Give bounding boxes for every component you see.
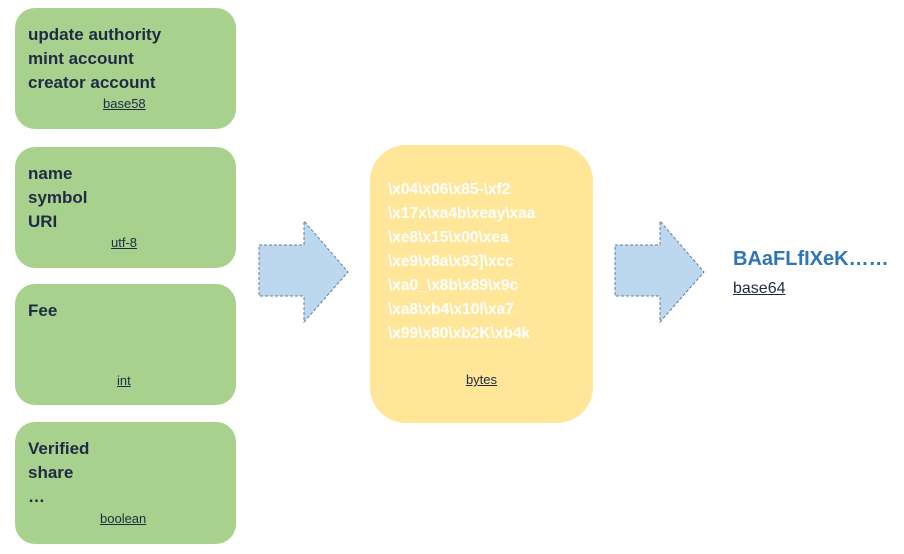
field-label: URI xyxy=(28,212,58,231)
encoding-label: base58 xyxy=(103,96,146,111)
field-label: symbol xyxy=(28,188,88,207)
field-label: creator account xyxy=(28,73,156,92)
byte-line: \xa8\xb4\x10l\xa7 xyxy=(388,301,514,318)
field-label: … xyxy=(28,487,45,506)
byte-line: \x17x\xa4b\xeay\xaa xyxy=(388,205,536,222)
encoding-label: utf-8 xyxy=(111,235,138,250)
field-group-fee: Fee int xyxy=(15,284,236,405)
byte-line: \xe8\x15\x00\xea xyxy=(388,229,509,246)
field-label: name xyxy=(28,164,73,183)
field-label: Verified xyxy=(28,439,90,458)
field-label: Fee xyxy=(28,301,58,320)
encoding-label: boolean xyxy=(100,511,147,526)
bytes-label: bytes xyxy=(465,372,498,387)
encoding-label: int xyxy=(117,373,131,388)
bytes-box: \x04\x06\x85-\xf2 \x17x\xa4b\xeay\xaa \x… xyxy=(370,145,593,423)
byte-line: \x04\x06\x85-\xf2 xyxy=(388,181,511,198)
byte-line: \xe9\x8a\x93]\xcc xyxy=(388,253,514,270)
right-arrow-icon xyxy=(258,219,349,324)
right-arrow-icon xyxy=(614,219,705,324)
field-group-metadata: name symbol URI utf-8 xyxy=(15,147,236,268)
byte-line: \xa0_\x8b\x89\x9c xyxy=(388,277,519,294)
encoded-result: BAaFLfIXeK…… xyxy=(733,248,889,270)
field-group-creator: Verified share … boolean xyxy=(15,422,236,544)
field-label: share xyxy=(28,463,74,482)
result-encoding-label: base64 xyxy=(733,280,786,297)
field-label: update authority xyxy=(28,25,162,44)
field-group-accounts: update authority mint account creator ac… xyxy=(15,8,236,129)
field-label: mint account xyxy=(28,49,134,68)
byte-line: \x99\x80\xb2K\xb4k xyxy=(388,325,531,342)
